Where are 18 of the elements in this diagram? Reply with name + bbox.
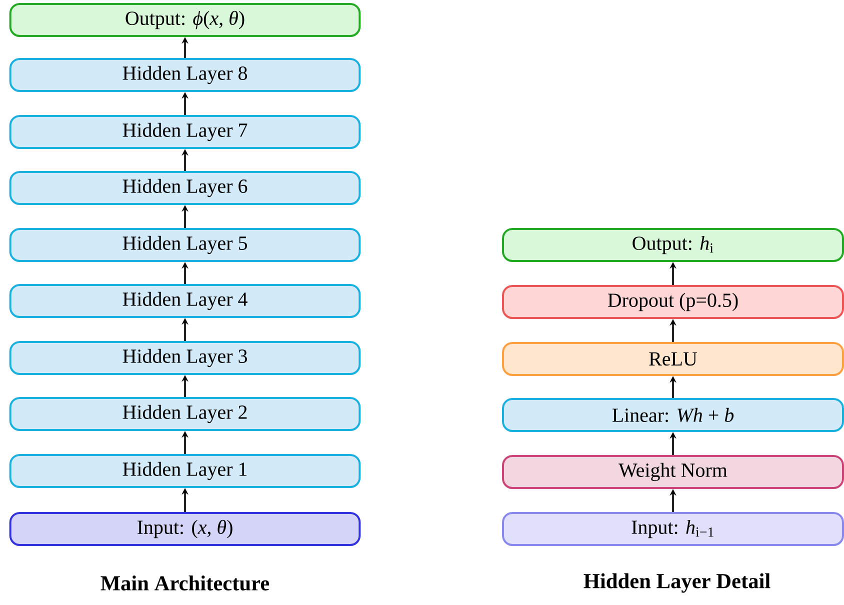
layer-box: Hidden Layer 6: [9, 171, 361, 205]
layer-box: Hidden Layer 8: [9, 58, 361, 92]
layer-box: Hidden Layer 1: [9, 454, 361, 488]
layer-box: Hidden Layer 7: [9, 115, 361, 149]
layer-box: Input: (x, θ): [9, 512, 361, 546]
column-title: Hidden Layer Detail: [584, 573, 770, 593]
layer-box: Hidden Layer 2: [9, 397, 361, 431]
layer-box: Dropout (p=0.5): [502, 285, 844, 319]
layer-box: Linear: Wh + b: [502, 398, 844, 432]
layer-box: Input: h$_{i−1}$: [502, 512, 844, 546]
layer-box: Hidden Layer 3: [9, 341, 361, 375]
layer-box: Weight Norm: [502, 455, 844, 489]
layer-box: ReLU: [502, 342, 844, 376]
layer-box: Output: h$_{i}$: [502, 228, 844, 262]
column-title: Main Architecture: [100, 575, 270, 591]
layer-box: Output: ϕ(x, θ): [9, 3, 361, 37]
layer-box: Hidden Layer 5: [9, 228, 361, 262]
layer-box: Hidden Layer 4: [9, 284, 361, 318]
